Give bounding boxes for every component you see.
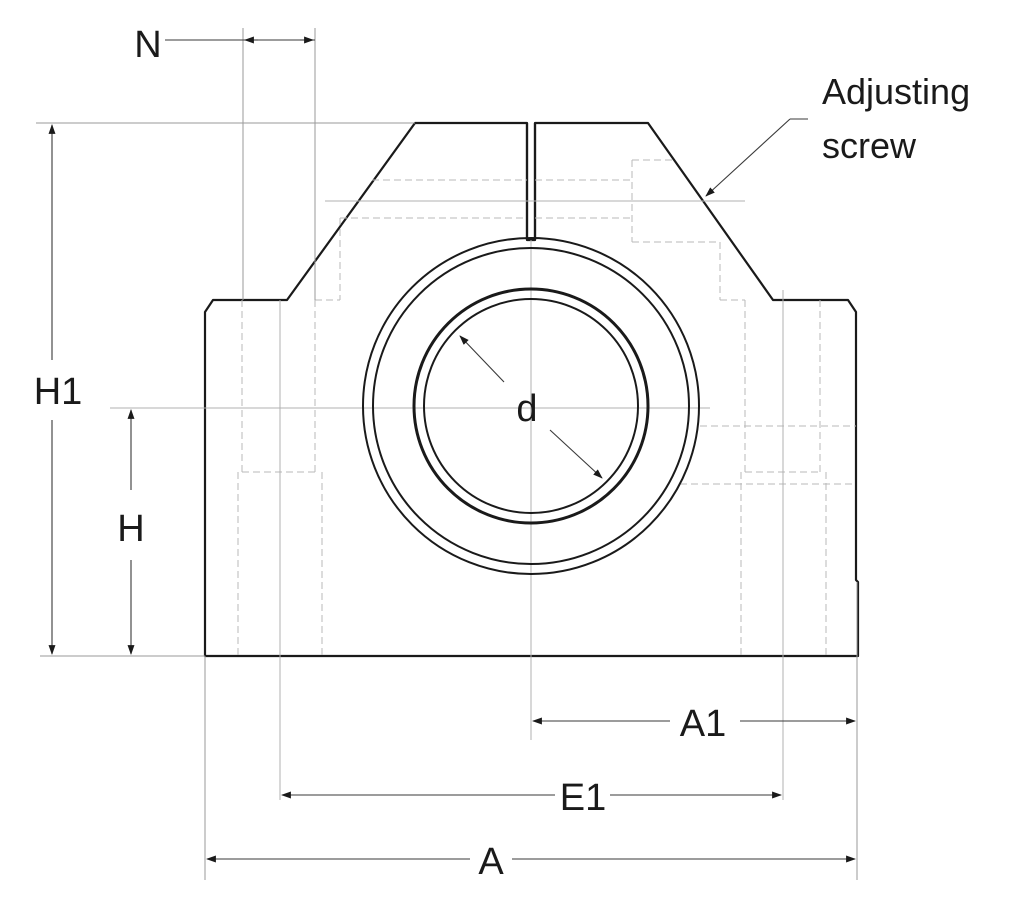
label-e1: E1 — [560, 777, 606, 819]
label-h: H — [117, 508, 144, 550]
label-n: N — [134, 24, 161, 66]
center-lines — [110, 200, 784, 800]
dimension-a1: A1 — [532, 582, 858, 880]
adjusting-screw-callout: Adjusting screw — [705, 71, 970, 197]
label-adjusting: Adjusting — [822, 71, 970, 112]
label-h1: H1 — [34, 371, 83, 413]
label-a1: A1 — [680, 703, 726, 745]
label-screw: screw — [822, 125, 917, 166]
dimension-a: A — [204, 656, 856, 883]
dimension-n: N — [134, 24, 316, 300]
bearing — [362, 237, 700, 575]
label-d: d — [516, 388, 537, 430]
label-a: A — [478, 841, 504, 883]
dimension-d: d — [459, 335, 603, 479]
dimension-h: H — [117, 409, 145, 655]
dimension-h1: H1 — [34, 122, 415, 657]
dimension-e1: E1 — [281, 777, 782, 819]
